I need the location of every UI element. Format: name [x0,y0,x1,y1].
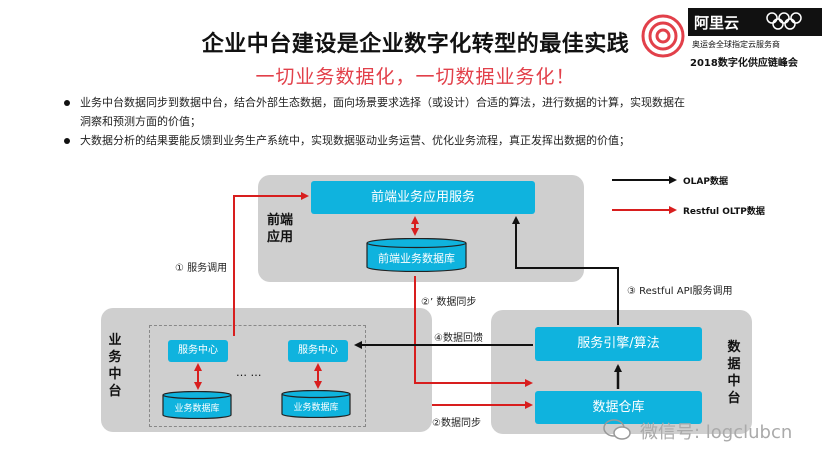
label-restful: ③ Restful API服务调用 [627,286,733,297]
olympic-rings-icon [766,12,802,30]
service-center-box: 服务中心 [288,340,348,362]
event-name: 2018数字化供应链峰会 [690,58,798,69]
business-label: 业 务 中 台 [106,332,124,400]
db-label: 业务数据库 [174,404,220,414]
database-icon [366,238,467,272]
business-db: 业务数据库 [281,390,351,418]
frontend-label-line: 前端 [266,213,293,228]
wechat-icon [603,419,631,440]
bullet-dot [64,100,70,106]
data-label: 数 据 中 台 [725,339,743,407]
target-rings-icon [641,14,685,58]
frontend-db: 前端业务数据库 [366,238,467,272]
service-center-box: 服务中心 [168,340,228,362]
bullet-dot [64,138,70,144]
label-sync: ②数据同步 [432,418,481,429]
business-label-char: 台 [108,384,122,399]
database-icon [281,390,351,418]
database-icon [162,391,232,419]
data-warehouse-box: 数据仓库 [535,391,702,424]
page-title: 企业中台建设是企业数字化转型的最佳实践 [201,32,630,57]
business-db: 业务数据库 [162,391,232,419]
legend-oltp-label: Restful OLTP数据 [683,207,765,217]
watermark-text: 微信号: logclubcn [640,422,793,443]
bullet-item: 大数据分析的结果要能反馈到业务生产系统中，实现数据驱动业务运营、优化业务流程，真… [64,131,764,150]
bullet-continuation: 洞察和预测方面的价值； [80,115,201,128]
business-label-char: 中 [108,367,122,382]
bullet-item: 业务中台数据同步到数据中台，结合外部生态数据，面向场景要求选择（或设计）合适的算… [64,93,764,112]
frontend-app-service-box: 前端业务应用服务 [311,181,535,214]
business-label-char: 业 [108,333,122,348]
db-label: 业务数据库 [293,403,339,413]
label-sync-prime: ②’ 数据同步 [421,297,477,308]
logo: 阿里云 奥运会全球指定云服务商 2018数字化供应链峰会 [688,8,822,70]
frontend-label-line: 应用 [266,230,293,245]
brand-tagline: 奥运会全球指定云服务商 [692,40,780,49]
bullet-list: 业务中台数据同步到数据中台，结合外部生态数据，面向场景要求选择（或设计）合适的算… [64,93,764,150]
data-label-char: 中 [727,374,741,389]
label-service-call: ① 服务调用 [175,263,228,274]
data-label-char: 台 [727,391,741,406]
brand-name: 阿里云 [694,14,740,32]
ellipsis: … … [236,366,262,379]
db-label: 前端业务数据库 [378,252,455,265]
data-label-char: 数 [727,340,741,355]
bullet-text: 业务中台数据同步到数据中台，结合外部生态数据，面向场景要求选择（或设计）合适的算… [80,96,685,109]
data-label-char: 据 [727,357,741,372]
service-engine-box: 服务引擎/算法 [535,327,702,361]
frontend-label: 前端 应用 [262,212,298,246]
business-label-char: 务 [108,350,122,365]
label-backflow: ④数据回馈 [434,333,483,344]
legend-olap-label: OLAP数据 [683,177,728,187]
bullet-text: 大数据分析的结果要能反馈到业务生产系统中，实现数据驱动业务运营、优化业务流程，真… [80,134,630,147]
page-subtitle: 一切业务数据化，一切数据业务化！ [255,66,576,88]
